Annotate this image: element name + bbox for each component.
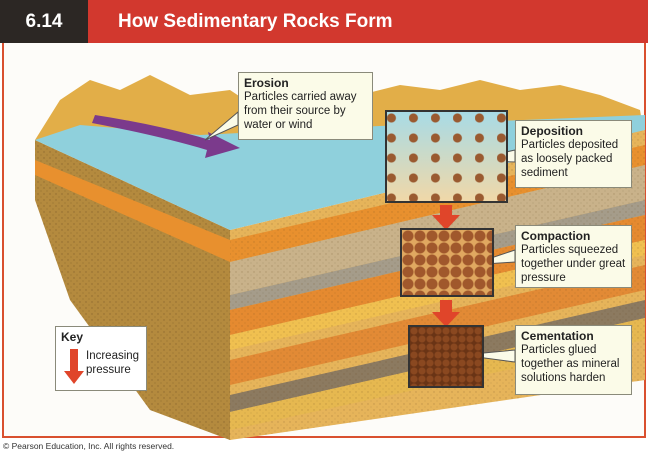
key-pressure-arrow-icon — [64, 349, 84, 384]
deposition-sample — [385, 110, 508, 203]
deposition-callout: Deposition Particles deposited as loosel… — [515, 120, 632, 188]
erosion-text: Particles carried away from their source… — [244, 91, 357, 131]
pressure-arrow — [432, 205, 460, 230]
cementation-sample — [408, 325, 484, 388]
compaction-callout: Compaction Particles squeezed together u… — [515, 225, 632, 288]
compaction-title: Compaction — [521, 229, 591, 243]
pressure-arrow — [432, 300, 460, 327]
erosion-title: Erosion — [244, 76, 289, 90]
key-title: Key — [61, 330, 84, 344]
compaction-text: Particles squeezed together under great … — [521, 244, 626, 284]
cementation-callout: Cementation Particles glued together as … — [515, 325, 632, 395]
figure-number: 6.14 — [0, 0, 88, 43]
cementation-text: Particles glued together as mineral solu… — [521, 344, 620, 384]
key-text: Increasing pressure — [86, 350, 140, 376]
deposition-title: Deposition — [521, 124, 583, 138]
compaction-sample — [400, 228, 494, 297]
deposition-text: Particles deposited as loosely packed se… — [521, 139, 619, 179]
figure-title: How Sedimentary Rocks Form — [88, 0, 648, 43]
erosion-arrow — [92, 115, 240, 158]
copyright: © Pearson Education, Inc. All rights res… — [3, 441, 175, 451]
cementation-title: Cementation — [521, 329, 594, 343]
key-box: Key Increasing pressure — [55, 326, 147, 391]
erosion-callout: Erosion Particles carried away from thei… — [238, 72, 373, 140]
